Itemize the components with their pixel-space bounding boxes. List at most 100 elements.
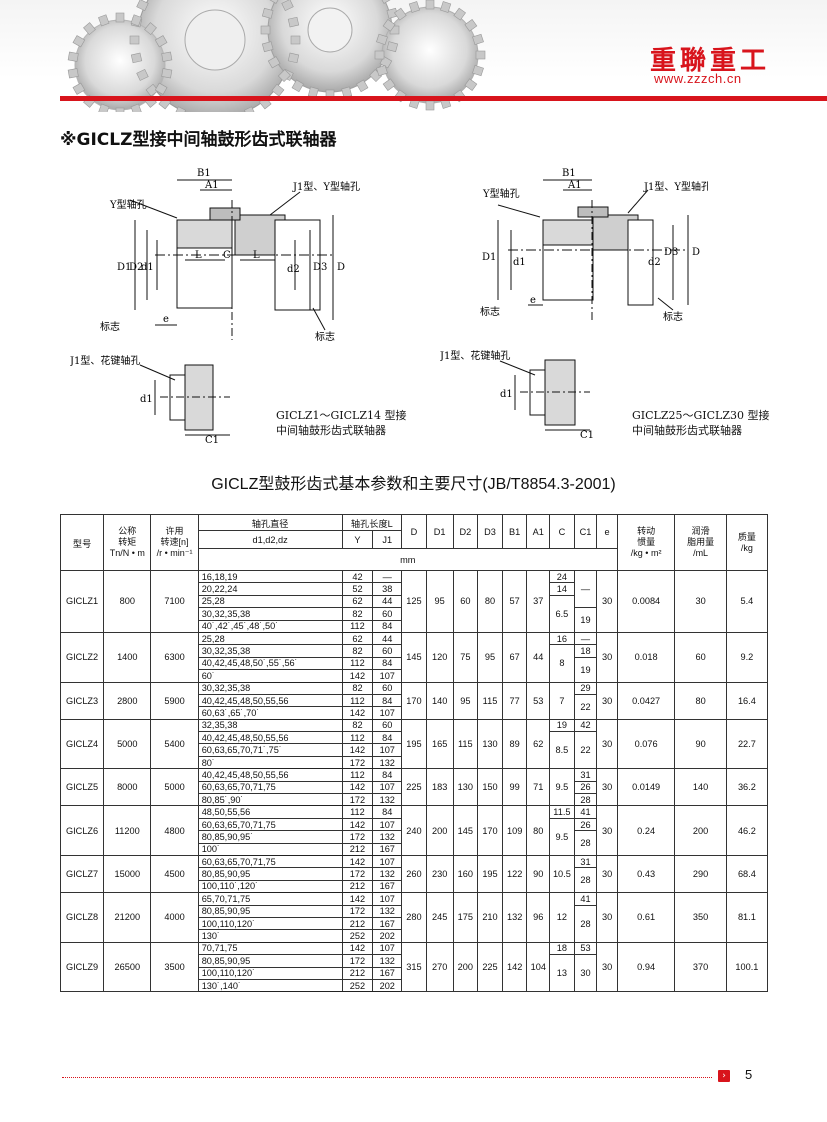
cell-B1: 132 (501, 892, 528, 943)
r-label-mark-left: 标志 (480, 305, 500, 318)
label-Y: Y型轴孔 (109, 198, 147, 211)
cell-C1: 30 (573, 954, 598, 993)
cell-C: 8 (549, 644, 575, 683)
cell-mass: 100.1 (725, 941, 769, 993)
cell-C1: 28 (573, 867, 598, 894)
cell-bore: 80,85˙,90˙ (197, 793, 343, 807)
cell-inertia: 0.0427 (616, 681, 676, 720)
cell-len-J1: 84 (372, 656, 403, 671)
cell-len-Y: 172 (341, 755, 374, 770)
cell-C1: 28 (573, 793, 598, 807)
header-red-bar (60, 96, 827, 101)
cell-len-J1: 84 (372, 619, 403, 633)
cell-len-Y: 142 (341, 669, 374, 683)
cell-len-J1: 167 (372, 879, 403, 894)
cell-speed: 4500 (150, 854, 199, 894)
cell-bore: 25,28 (197, 594, 343, 609)
cell-D: 240 (401, 805, 427, 856)
cell-bore: 48,50,55,56 (197, 805, 343, 819)
cell-len-Y: 112 (341, 656, 374, 671)
cell-D1: 230 (425, 854, 454, 894)
cell-D1: 245 (425, 892, 454, 943)
cell-len-J1: 107 (372, 669, 403, 683)
caption-left: GICLZ1～GICLZ14 型接 中间轴鼓形齿式联轴器 (276, 409, 407, 437)
table-title: GICLZ型鼓形齿式基本参数和主要尺寸(JB/T8854.3-2001) (211, 476, 616, 493)
cell-C: 12 (549, 892, 575, 943)
cell-C1: 28 (573, 830, 598, 856)
footer-rule (62, 1077, 712, 1078)
cell-len-Y: 142 (341, 706, 374, 720)
cell-C1: 31 (573, 854, 598, 869)
brand-name: 重聯重工 (650, 46, 771, 76)
cell-C: 6.5 (549, 594, 575, 633)
cell-A1: 62 (526, 718, 551, 770)
cell-D2: 145 (452, 805, 479, 856)
r-label-small-C1: C1 (580, 430, 594, 440)
cell-model: GICLZ9 (59, 941, 105, 993)
th-unit-mm: mm (197, 548, 618, 571)
label-D1: D1 (117, 262, 131, 273)
label-B1: B1 (197, 168, 211, 179)
r-label-Y: Y型轴孔 (482, 187, 520, 200)
cell-speed: 4800 (150, 805, 199, 856)
cell-bore: 60,63˙,65˙,70˙ (197, 706, 343, 720)
label-D2: D2 (129, 262, 143, 273)
cell-A1: 80 (526, 805, 551, 856)
cell-mass: 9.2 (725, 631, 769, 683)
cell-bore: 40,42,45,48,50,55,56 (197, 768, 343, 782)
cell-len-Y: 82 (341, 607, 374, 621)
cell-mass: 36.2 (725, 768, 769, 807)
cell-D2: 160 (452, 854, 479, 894)
cell-D2: 95 (452, 681, 479, 720)
cell-e: 30 (596, 768, 618, 807)
cell-torque: 1400 (103, 631, 152, 683)
cell-len-J1: 44 (372, 594, 403, 609)
cell-mass: 46.2 (725, 805, 769, 856)
section-title: ※GICLZ型接中间轴鼓形齿式联轴器 (60, 130, 337, 150)
r-label-small-d1: d1 (500, 389, 513, 400)
cell-lube: 140 (674, 768, 727, 807)
cell-speed: 5900 (150, 681, 199, 720)
cell-inertia: 0.24 (616, 805, 676, 856)
cell-C: 14 (549, 582, 575, 596)
cell-mass: 16.4 (725, 681, 769, 720)
cell-len-J1: 84 (372, 805, 403, 819)
cell-B1: 77 (501, 681, 528, 720)
cell-bore: 80,85,90,95 (197, 904, 343, 918)
label-d1: d1 (141, 262, 154, 273)
cell-C: 7 (549, 681, 575, 720)
cell-len-J1: 107 (372, 743, 403, 757)
r-label-J1Y: J1型、Y型轴孔 (643, 180, 708, 193)
cell-inertia: 0.43 (616, 854, 676, 894)
cell-D3: 95 (477, 631, 503, 683)
cell-len-Y: 62 (341, 594, 374, 609)
cell-B1: 99 (501, 768, 528, 807)
cell-D1: 140 (425, 681, 454, 720)
cell-e: 30 (596, 854, 618, 894)
cell-bore: 100˙ (197, 842, 343, 857)
cell-model: GICLZ2 (59, 631, 105, 683)
cell-inertia: 0.018 (616, 631, 676, 683)
cell-C1: 26 (573, 780, 598, 795)
cell-mass: 68.4 (725, 854, 769, 894)
cell-len-J1: 107 (372, 780, 403, 795)
cell-C: 19 (549, 718, 575, 733)
cell-bore: 60,63,65,70,71,75 (197, 817, 343, 832)
cell-D1: 200 (425, 805, 454, 856)
cell-A1: 96 (526, 892, 551, 943)
cell-len-J1: 60 (372, 718, 403, 733)
